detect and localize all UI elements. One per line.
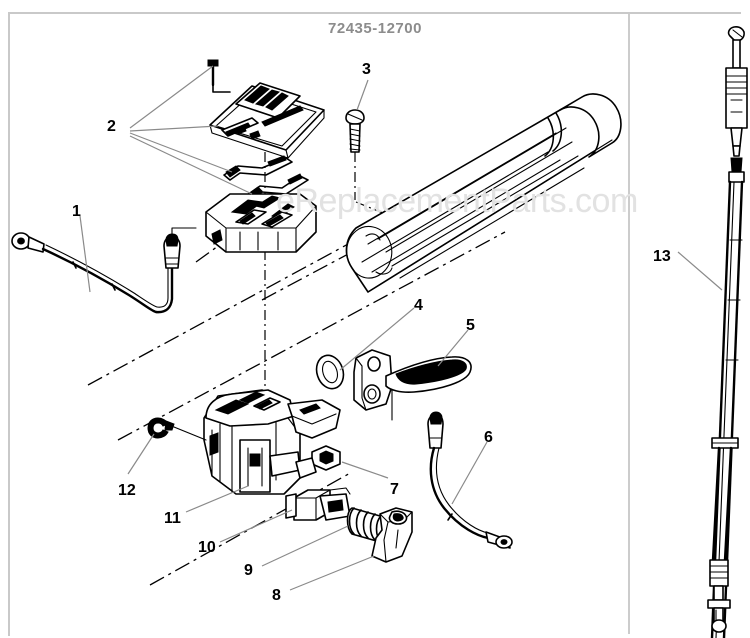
callout-number-4: 4 [414,297,423,314]
part-2-switch-assembly [207,59,325,402]
part-5-throttle-lever [353,349,472,421]
switch-housing-upper [205,193,317,253]
callout-number-10: 10 [198,539,216,556]
diagram-vertical-divider [628,14,630,634]
callout-number-12: 12 [118,482,136,499]
callout-number-11: 11 [164,510,181,527]
handle-grip-tube [345,93,622,293]
part-7-nut [311,445,341,471]
part-6-lead-wire [427,411,513,549]
part-10-slider-block [285,487,351,521]
part-13-throttle-cable [707,26,748,638]
page-title: 72435-12700 [328,20,422,37]
part-11-handle-housing [203,389,341,495]
callout-leader-lines [79,65,723,591]
part-8-lock-lever [371,507,413,563]
part-4-bushing [315,354,345,390]
part-1-ground-wire [11,227,197,314]
callout-number-5: 5 [466,317,475,334]
callout-number-9: 9 [244,562,253,579]
callout-number-3: 3 [362,61,371,78]
callout-number-6: 6 [484,429,493,446]
callout-number-2: 2 [107,118,116,135]
callout-number-1: 1 [72,203,81,220]
callout-number-13: 13 [653,248,671,265]
part-12-retaining-clip [147,417,207,441]
callout-number-8: 8 [272,587,281,604]
callout-number-7: 7 [390,481,399,498]
